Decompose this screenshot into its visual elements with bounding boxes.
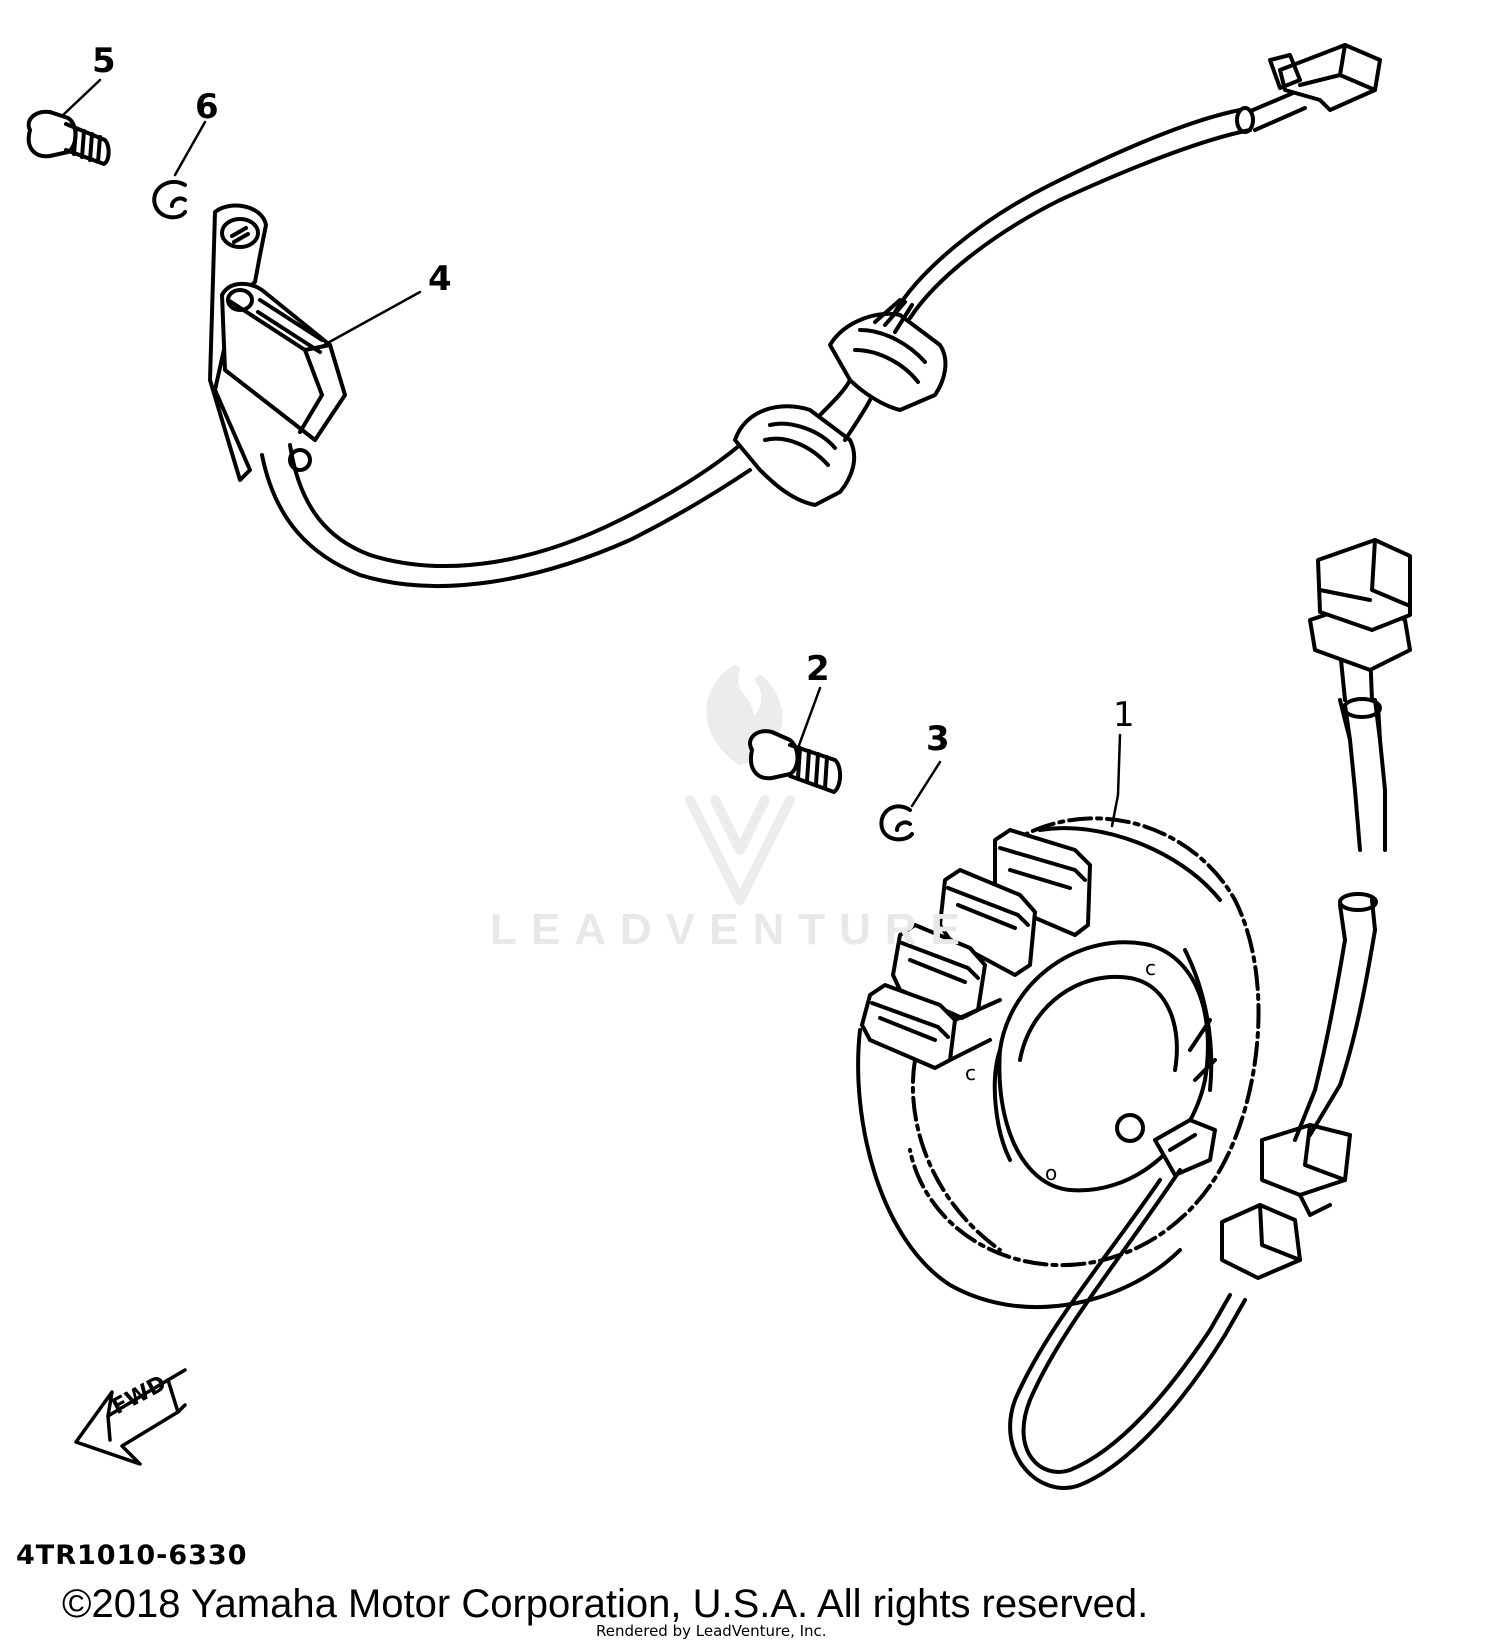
copyright-notice: ©2018 Yamaha Motor Corporation, U.S.A. A… <box>62 1582 1149 1626</box>
svg-text:o: o <box>1045 1161 1057 1185</box>
svg-text:c: c <box>1145 956 1156 980</box>
diagram-code: 4TR1010-6330 <box>16 1540 248 1571</box>
leader-3 <box>910 760 942 808</box>
leader-2 <box>796 686 822 750</box>
stator-part-1[interactable]: c c o <box>856 538 1412 1490</box>
rendered-by-credit: Rendered by LeadVenture, Inc. <box>596 1622 827 1640</box>
leader-5 <box>60 78 102 118</box>
svg-text:c: c <box>965 1061 976 1085</box>
callout-3: 3 <box>926 719 950 759</box>
fwd-arrow-icon <box>74 1368 187 1466</box>
callout-4: 4 <box>428 259 452 299</box>
bolt-part-5[interactable] <box>26 109 111 166</box>
bolt-part-2[interactable] <box>748 729 843 794</box>
leader-lines <box>60 78 1122 828</box>
clip-part-6[interactable] <box>152 179 187 220</box>
clip-part-3[interactable] <box>879 804 914 842</box>
leader-6 <box>173 120 207 177</box>
callout-1: 1 <box>1113 695 1135 735</box>
callout-2: 2 <box>806 649 830 689</box>
leader-4 <box>313 290 422 352</box>
callout-6: 6 <box>195 87 219 127</box>
watermark-text: LEADVENTURE <box>490 905 975 954</box>
watermark-logo <box>685 665 795 905</box>
leader-1 <box>1110 733 1122 828</box>
pulser-coil-part-4[interactable] <box>208 43 1382 589</box>
callout-5: 5 <box>92 41 116 81</box>
